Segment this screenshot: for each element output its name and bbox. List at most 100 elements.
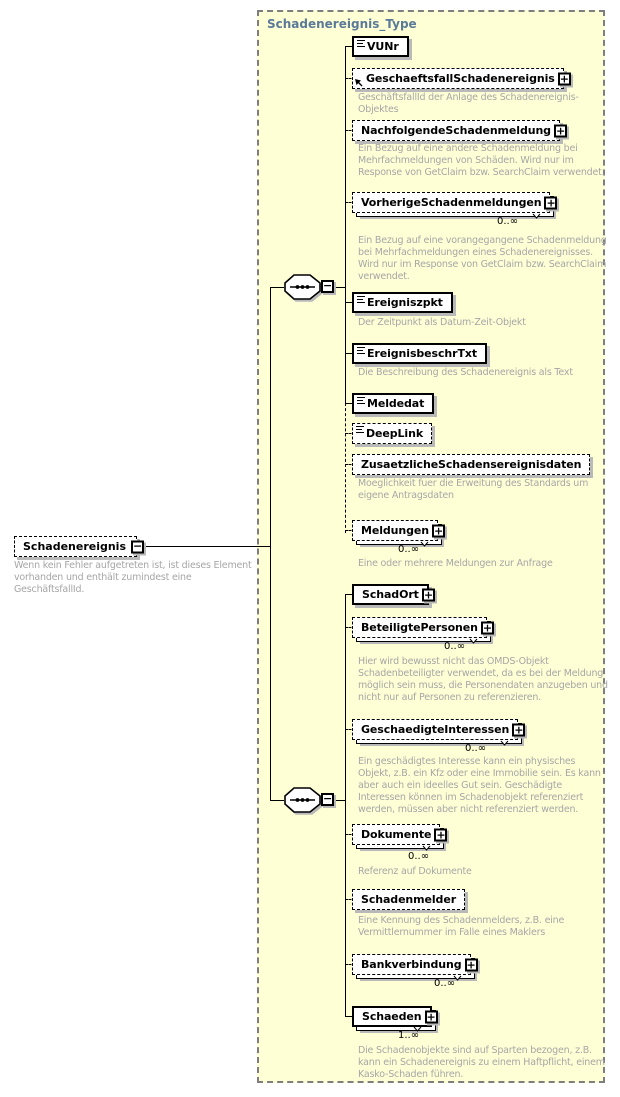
connector-line	[345, 130, 355, 131]
sequence-octagon-icon	[284, 274, 321, 300]
text-content-icon	[357, 397, 365, 404]
element-box-ereigniszpkt[interactable]: Ereigniszpkt	[352, 292, 453, 313]
element-name: ZusaetzlicheSchadensereignisdaten	[361, 458, 582, 471]
element-name: Schadenmelder	[361, 893, 457, 906]
element-box-meldungen[interactable]: Meldungen +	[352, 520, 445, 547]
connector-line	[270, 800, 284, 801]
connector-line	[270, 287, 271, 800]
connector-line	[333, 287, 345, 288]
element-box-vorherigeschadenmeldungen[interactable]: VorherigeSchadenmeldungen +	[352, 192, 558, 219]
expand-button[interactable]: +	[480, 621, 494, 634]
annotation-text: Ein Bezug auf eine vorangegangene Schade…	[358, 235, 607, 282]
element-box-geschaedigteinteressen[interactable]: GeschaedigteInteressen +	[352, 719, 526, 746]
text-content-icon	[357, 347, 365, 354]
occurrence-label: 0..∞	[444, 641, 466, 652]
connector-line	[345, 464, 355, 465]
element-box-beteiligtepersonen[interactable]: BeteiligtePersonen +	[352, 617, 494, 644]
sequence-compositor-icon[interactable]: −	[284, 787, 336, 813]
connector-line	[345, 403, 352, 404]
multi-chevron-icon	[420, 541, 429, 547]
expand-button[interactable]: +	[421, 588, 435, 601]
connector-line	[345, 594, 346, 1016]
element-name: GeschaedigteInteressen	[361, 723, 510, 736]
text-content-icon	[357, 296, 365, 303]
annotation-text: Der Zeitpunkt als Datum-Zeit-Objekt	[358, 317, 526, 328]
occurrence-label: 0..∞	[497, 216, 519, 227]
connector-line	[345, 964, 355, 965]
connector-line	[345, 1016, 352, 1017]
connector-line	[345, 302, 352, 303]
collapse-button[interactable]: −	[321, 279, 334, 293]
element-name: Schadenereignis	[23, 540, 127, 553]
annotation-text: GeschäftsfallId der Anlage des Schadener…	[358, 92, 579, 115]
expand-button[interactable]: +	[431, 524, 445, 537]
element-name: Meldedat	[367, 397, 425, 410]
element-name: Schaeden	[362, 1010, 422, 1023]
multi-chevron-icon	[423, 845, 431, 851]
element-box-ereignisbeschrtxt[interactable]: EreignisbeschrTxt	[352, 343, 488, 364]
expand-button[interactable]: +	[557, 72, 571, 85]
connector-line	[345, 834, 355, 835]
element-box-schadenereignis[interactable]: Schadenereignis −	[14, 536, 145, 557]
element-box-meldedat[interactable]: Meldedat	[352, 393, 435, 414]
annotation-text: Die Schadenobjekte sind auf Sparten bezo…	[358, 1045, 605, 1080]
expand-button[interactable]: +	[464, 958, 478, 971]
sequence-compositor-icon[interactable]: −	[284, 274, 336, 300]
multi-chevron-icon	[533, 213, 541, 219]
annotation-text: Referenz auf Dokumente	[358, 866, 472, 877]
multi-chevron-icon	[413, 1026, 421, 1032]
element-box-bankverbindung[interactable]: Bankverbindung +	[352, 954, 478, 981]
text-content-icon	[356, 426, 364, 433]
connector-line	[345, 530, 355, 531]
reference-arrow-icon	[355, 79, 363, 87]
connector-line	[345, 627, 355, 628]
element-box-zusaetzlicheschadensereignisdaten[interactable]: ZusaetzlicheSchadensereignisdaten	[352, 454, 591, 475]
sequence-octagon-icon	[284, 787, 321, 813]
element-box-schaeden[interactable]: Schaeden +	[352, 1006, 438, 1032]
annotation-text: Moeglichkeit fuer die Erweitung des Stan…	[358, 478, 589, 501]
element-name: VorherigeSchadenmeldungen	[361, 196, 542, 209]
connector-line	[345, 46, 346, 403]
multi-chevron-icon	[500, 740, 509, 746]
annotation-text: Wenn kein Fehler aufgetreten ist, ist di…	[14, 560, 252, 595]
element-box-schadort[interactable]: SchadOrt +	[352, 584, 435, 605]
expand-button[interactable]: +	[553, 124, 567, 137]
element-name: Meldungen	[361, 524, 429, 537]
occurrence-label: 1..∞	[398, 1030, 420, 1041]
collapse-button[interactable]: −	[131, 539, 145, 553]
connector-line	[345, 594, 352, 595]
element-box-deeplink[interactable]: DeepLink	[352, 423, 433, 444]
element-name: Ereigniszpkt	[367, 296, 443, 309]
connector-line	[270, 287, 284, 288]
collapse-button[interactable]: −	[321, 792, 334, 806]
expand-button[interactable]: +	[424, 1010, 438, 1023]
element-box-dokumente[interactable]: Dokumente +	[352, 824, 448, 851]
connector-line	[345, 46, 352, 47]
element-name: GeschaeftsfallSchadenereignis	[366, 72, 555, 85]
expand-button[interactable]: +	[512, 723, 526, 736]
connector-line	[345, 729, 355, 730]
connector-line	[345, 403, 346, 533]
annotation-text: Ein Bezug auf eine andere Schadenmeldung…	[358, 143, 605, 178]
expand-button[interactable]: +	[434, 828, 448, 841]
occurrence-label: 0..∞	[408, 851, 430, 862]
element-box-schadenmelder[interactable]: Schadenmelder	[352, 889, 466, 910]
annotation-text: Eine oder mehrere Meldungen zur Anfrage	[358, 558, 553, 569]
element-box-nachfolgendeschadenmeldung[interactable]: NachfolgendeSchadenmeldung +	[352, 120, 567, 141]
connector-line	[108, 546, 270, 547]
element-name: SchadOrt	[362, 588, 419, 601]
connector-line	[345, 433, 355, 434]
element-name: VUNr	[367, 40, 399, 53]
expand-button[interactable]: +	[544, 196, 558, 209]
element-name: DeepLink	[366, 427, 424, 440]
element-box-geschaeftsfallschadenereignis[interactable]: GeschaeftsfallSchadenereignis +	[352, 68, 571, 89]
element-name: EreignisbeschrTxt	[367, 347, 478, 360]
element-box-vunr[interactable]: VUNr	[352, 36, 409, 57]
element-name: Dokumente	[361, 828, 432, 841]
connector-line	[333, 800, 345, 801]
annotation-text: Ein geschädigtes Interesse kann ein phys…	[358, 756, 601, 815]
text-content-icon	[357, 40, 365, 47]
element-name: BeteiligtePersonen	[361, 621, 478, 634]
element-name: NachfolgendeSchadenmeldung	[361, 124, 551, 137]
